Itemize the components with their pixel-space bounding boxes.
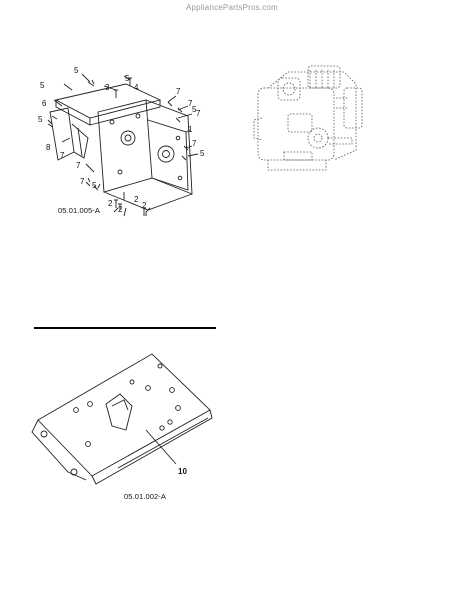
section-divider (34, 327, 216, 329)
callout-5: 5 (40, 81, 45, 90)
callout-2: 2 (134, 195, 139, 204)
callout-5: 5 (192, 105, 197, 114)
watermark: AppliancePartsPros.com (186, 3, 278, 12)
callout-5: 5 (200, 149, 205, 158)
callout-7: 7 (192, 139, 197, 148)
base-plate-diagram: 10 (31, 353, 213, 485)
callout-5: 5 (125, 74, 130, 83)
callout-10: 10 (178, 467, 187, 476)
gearbox-assembly-diagram: 5 3 5 4 5 6 5 7 7 5 7 1 8 7 7 7 5 7 5 2 … (38, 66, 205, 217)
callout-7: 7 (60, 151, 65, 160)
callout-7: 7 (188, 99, 193, 108)
callout-2: 2 (108, 199, 113, 208)
engine-diagram (253, 65, 363, 171)
figure-caption: 05.01.005-A (58, 206, 100, 215)
callout-7: 7 (76, 161, 81, 170)
callout-1: 1 (188, 125, 193, 134)
callout-2: 2 (118, 205, 123, 214)
callout-8: 8 (46, 143, 51, 152)
callout-4: 4 (134, 83, 139, 92)
callout-5: 5 (74, 66, 79, 75)
callout-7: 7 (80, 177, 85, 186)
callout-5: 5 (92, 181, 97, 190)
callout-7: 7 (196, 109, 201, 118)
callout-7: 7 (176, 87, 181, 96)
callout-3: 3 (105, 83, 110, 92)
callout-5: 5 (38, 115, 43, 124)
figure-caption: 05.01.002-A (124, 492, 166, 501)
callout-6: 6 (42, 99, 47, 108)
callout-2: 2 (142, 201, 147, 210)
